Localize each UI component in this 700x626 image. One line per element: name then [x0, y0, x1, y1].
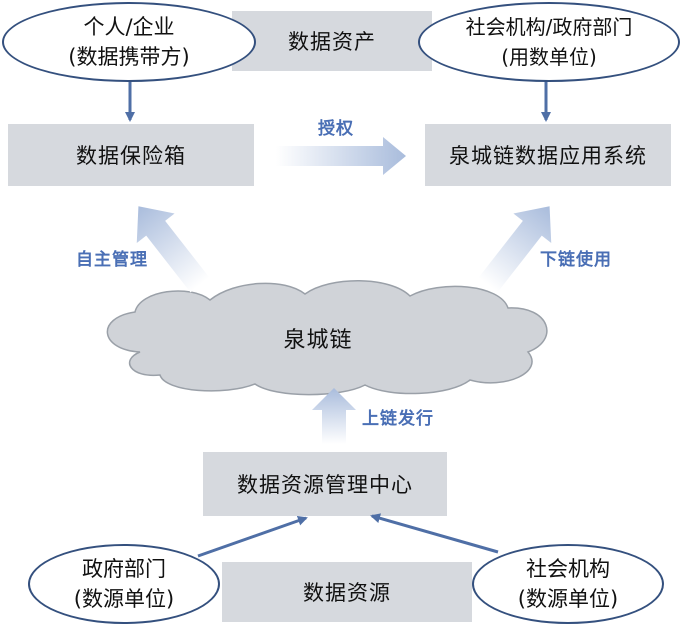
- chain-cloud-shape: [106, 280, 548, 396]
- individual-enterprise-line2: (数据携带方): [68, 45, 190, 69]
- data-assets-label: 数据资产: [288, 30, 376, 54]
- self-manage-arrow: [136, 206, 210, 293]
- chain-issue-arrow: [312, 388, 356, 444]
- resource-center-label: 数据资源管理中心: [237, 473, 413, 497]
- data-vault-label: 数据保险箱: [76, 144, 186, 168]
- self-manage-label: 自主管理: [76, 250, 148, 270]
- social-institution-line2: (数源单位): [517, 587, 619, 611]
- chain-cloud-label: 泉城链: [283, 328, 353, 353]
- social-gov-node: 社会机构/政府部门 (用数单位): [418, 2, 680, 82]
- chain-use-label: 下链使用: [540, 250, 612, 270]
- chain-issue-label: 上链发行: [362, 409, 434, 429]
- data-resources-box: 数据资源: [222, 562, 472, 622]
- social-gov-line1: 社会机构/政府部门: [465, 15, 633, 39]
- gov-department-line1: 政府部门: [82, 557, 166, 581]
- app-system-box: 泉城链数据应用系统: [425, 124, 671, 186]
- social-gov-line2: (用数单位): [501, 45, 597, 69]
- authorize-arrow: [276, 137, 406, 175]
- social-institution-node: 社会机构 (数源单位): [472, 544, 664, 624]
- chain-use-arrow: [478, 206, 552, 293]
- data-assets-box: 数据资产: [232, 11, 432, 71]
- arrow-gov-to-center: [197, 515, 308, 558]
- resource-center-box: 数据资源管理中心: [203, 452, 447, 516]
- authorize-label: 授权: [318, 119, 354, 139]
- data-resources-label: 数据资源: [303, 581, 391, 605]
- app-system-label: 泉城链数据应用系统: [449, 144, 647, 168]
- individual-enterprise-line1: 个人/企业: [83, 15, 175, 39]
- gov-department-line2: (数源单位): [73, 587, 175, 611]
- arrow-social-to-center: [370, 513, 499, 554]
- social-institution-line1: 社会机构: [526, 557, 610, 581]
- gov-department-node: 政府部门 (数源单位): [28, 544, 220, 624]
- data-vault-box: 数据保险箱: [8, 124, 254, 186]
- individual-enterprise-node: 个人/企业 (数据携带方): [2, 2, 256, 82]
